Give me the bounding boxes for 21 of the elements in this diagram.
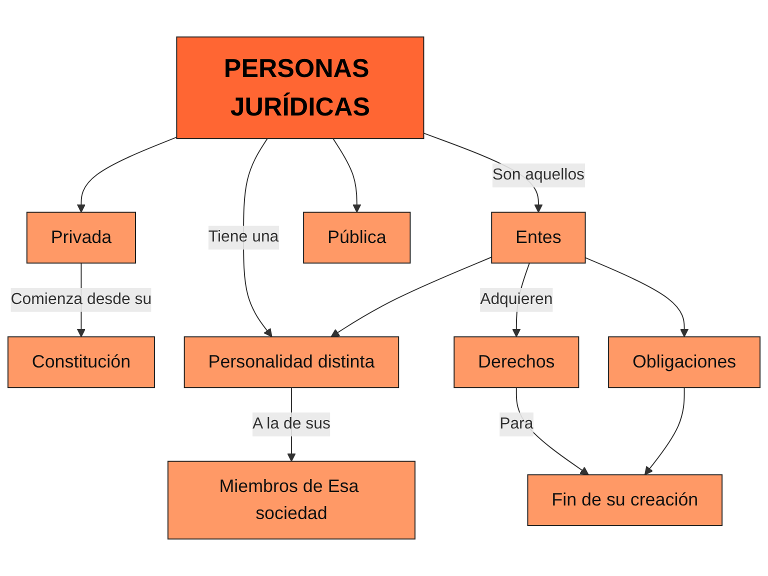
node-box: Privada [26, 212, 136, 264]
arrow [330, 256, 492, 338]
edge-label: Son aquellos [492, 166, 585, 184]
arrow [644, 387, 685, 476]
edge-label: Comienza desde su [10, 290, 152, 308]
arrow [584, 257, 689, 338]
node-box: Derechos [454, 336, 580, 388]
node-box: Obligaciones [608, 336, 761, 388]
node-box: PERSONAS JURÍDICAS [176, 36, 424, 140]
arrow [332, 138, 362, 213]
node-box: Fin de su creación [527, 474, 723, 526]
node-box: Entes [491, 212, 586, 264]
node-box: Personalidad distinta [184, 336, 400, 388]
edge-label: Adquieren [480, 290, 553, 308]
node-box: Pública [303, 212, 411, 264]
edge-label: Para [500, 416, 534, 432]
node-box: Miembros de Esa sociedad [167, 460, 416, 540]
edge-label: Tiene una [208, 228, 279, 246]
node-box: Constitución [7, 336, 155, 388]
edge-label: A la de sus [252, 416, 330, 432]
arrow [76, 136, 178, 213]
